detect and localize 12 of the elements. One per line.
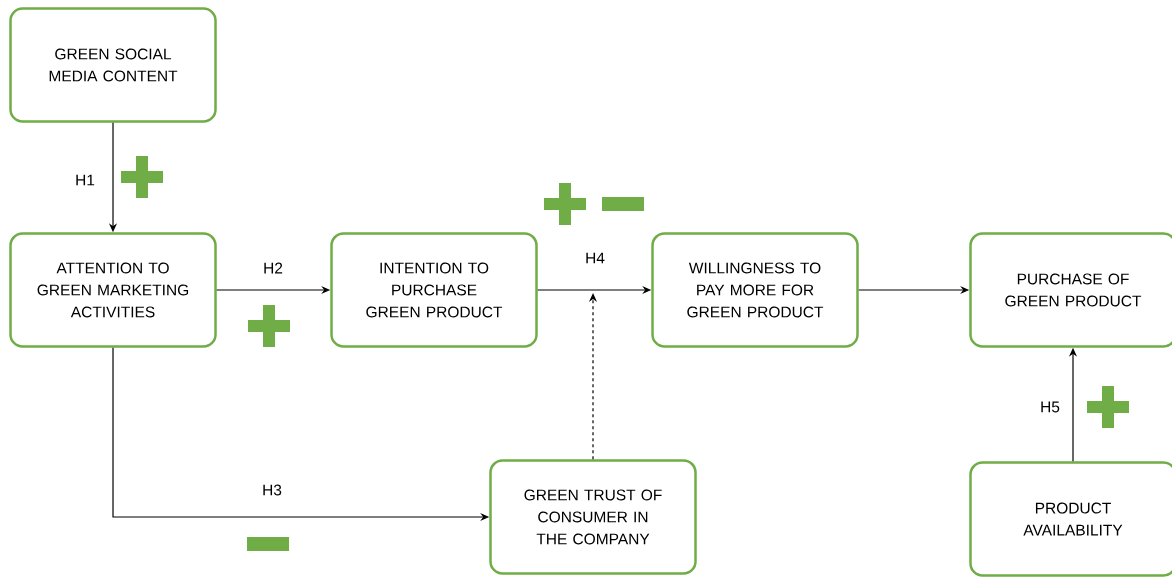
process-box: GREEN SOCIAL MEDIA CONTENT xyxy=(9,7,217,123)
edge-label: H3 xyxy=(261,483,283,497)
edge-label: H1 xyxy=(74,173,96,187)
edge-label: H5 xyxy=(1039,400,1061,414)
edge-label: H2 xyxy=(262,261,284,275)
process-box: GREEN TRUST OF CONSUMER IN THE COMPANY xyxy=(489,459,697,575)
process-box: PURCHASE OF GREEN PRODUCT xyxy=(969,232,1172,348)
process-box: PRODUCT AVAILABILITY xyxy=(969,461,1172,577)
process-box: ATTENTION TO GREEN MARKETING ACTIVITIES xyxy=(9,232,217,348)
edge-label: H4 xyxy=(584,251,606,265)
process-box: WILLINGNESS TO PAY MORE FOR GREEN PRODUCT xyxy=(651,232,859,348)
process-box: INTENTION TO PURCHASE GREEN PRODUCT xyxy=(330,232,538,348)
